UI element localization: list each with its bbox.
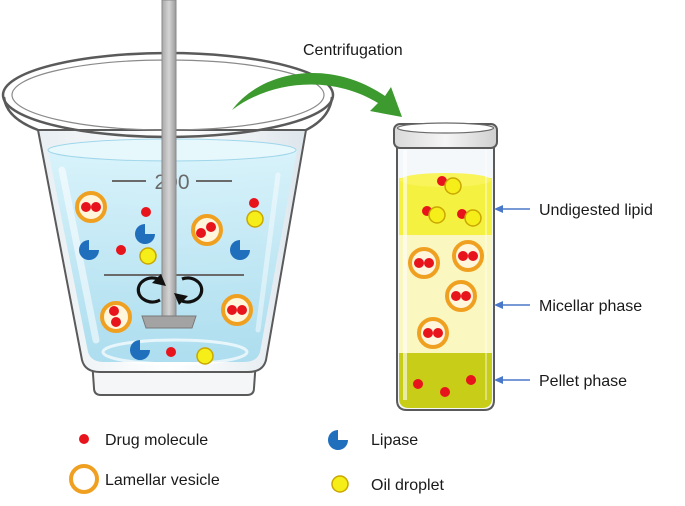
- drug-molecule: [413, 379, 423, 389]
- lamellar-vesicle: [100, 301, 132, 333]
- legend-label: Lamellar vesicle: [105, 472, 220, 489]
- drug-molecule: [466, 375, 476, 385]
- lipase: [230, 240, 250, 260]
- drug-molecule: [166, 347, 176, 357]
- drug-molecule: [116, 245, 126, 255]
- phase-label-undigested-lipid: Undigested lipid: [539, 202, 653, 219]
- tube-particles: [408, 176, 484, 397]
- phase-labels: Undigested lipid Micellar phase Pellet p…: [494, 202, 653, 390]
- phase-label-micellar: Micellar phase: [539, 298, 642, 315]
- lamellar-vesicle: [445, 280, 477, 312]
- lamellar-vesicle: [75, 191, 107, 223]
- oil-droplet: [428, 206, 446, 224]
- pointer-arrow-icon: [494, 205, 503, 213]
- drug-molecule: [437, 176, 447, 186]
- centrifugation-label: Centrifugation: [303, 42, 403, 59]
- lamellar-vesicle: [417, 317, 449, 349]
- legend-item-oil-droplet: Oil droplet: [331, 475, 444, 494]
- legend: Drug molecule Lipase Lamellar vesicle Oi…: [69, 430, 444, 494]
- curved-arrow-icon: [232, 72, 402, 117]
- drug-molecule: [440, 387, 450, 397]
- lamellar-vesicle: [221, 294, 253, 326]
- pointer-arrow-icon: [494, 301, 503, 309]
- oil-droplet: [464, 209, 482, 227]
- drug-molecule: [141, 207, 151, 217]
- drug-molecule: [249, 198, 259, 208]
- rotation-arrows-icon: [136, 276, 204, 304]
- phase-label-pellet: Pellet phase: [539, 373, 627, 390]
- legend-label: Drug molecule: [105, 432, 208, 449]
- stirrer-paddle: [141, 315, 197, 329]
- legend-label: Oil droplet: [371, 477, 444, 494]
- lipase: [79, 240, 99, 260]
- beaker: 200: [1, 0, 335, 396]
- beaker-particles: [75, 191, 264, 365]
- stirrer-rod: [161, 0, 177, 319]
- lipase-icon: [328, 430, 348, 450]
- oil-droplet: [139, 247, 157, 265]
- legend-item-lamellar-vesicle: Lamellar vesicle: [69, 464, 220, 494]
- lamellar-vesicle: [191, 214, 223, 246]
- red-dot-icon: [79, 434, 89, 444]
- lamellar-vesicle: [452, 240, 484, 272]
- pointer-arrow-icon: [494, 376, 503, 384]
- legend-label: Lipase: [371, 432, 418, 449]
- lamellar-vesicle: [408, 247, 440, 279]
- oil-droplet: [444, 177, 462, 195]
- orange-ring-icon: [69, 464, 99, 494]
- legend-item-drug-molecule: Drug molecule: [79, 432, 208, 449]
- pellet-layer: [399, 353, 492, 408]
- oil-droplet: [246, 210, 264, 228]
- lipase: [130, 340, 150, 360]
- oil-droplet: [196, 347, 214, 365]
- lipase: [135, 224, 155, 244]
- legend-item-lipase: Lipase: [328, 430, 418, 450]
- yellow-circle-icon: [331, 475, 349, 493]
